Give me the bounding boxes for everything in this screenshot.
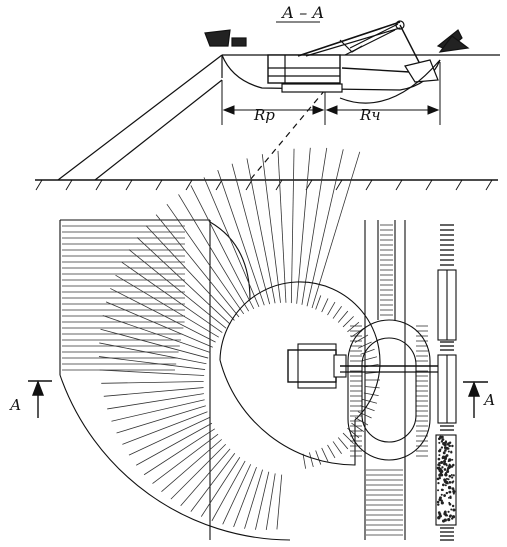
rail-wagons bbox=[435, 224, 457, 541]
excavator-plan-icon bbox=[287, 343, 440, 389]
dump-truck-icon bbox=[204, 29, 247, 47]
large-arc-outer bbox=[59, 374, 291, 541]
section-label: А – А bbox=[281, 3, 324, 22]
large-swing-arc-hatch bbox=[98, 147, 380, 531]
radius-left-label: Rр bbox=[253, 106, 275, 124]
cut-marker-right bbox=[463, 381, 488, 418]
embankment bbox=[57, 54, 223, 181]
large-arc-inner bbox=[219, 281, 381, 466]
shovel-icon bbox=[436, 29, 470, 53]
digging-arc bbox=[339, 59, 441, 104]
cut-marker-left-label: А bbox=[9, 396, 21, 414]
ground-hatching bbox=[35, 179, 493, 191]
small-loop-outer bbox=[347, 319, 431, 461]
small-loop-inner bbox=[361, 337, 417, 443]
cut-marker-right-label: А bbox=[483, 391, 495, 409]
section-view: А – А bbox=[35, 3, 500, 191]
dimension-lines bbox=[221, 62, 441, 125]
right-bench-strip bbox=[366, 224, 403, 536]
cut-marker-left bbox=[28, 380, 52, 418]
pivot-dash-line bbox=[249, 89, 326, 181]
plan-view: А А bbox=[9, 147, 495, 541]
left-benching-hatch bbox=[62, 225, 185, 371]
excavator-icon bbox=[267, 20, 439, 93]
radius-right-label: Rч bbox=[359, 106, 381, 124]
